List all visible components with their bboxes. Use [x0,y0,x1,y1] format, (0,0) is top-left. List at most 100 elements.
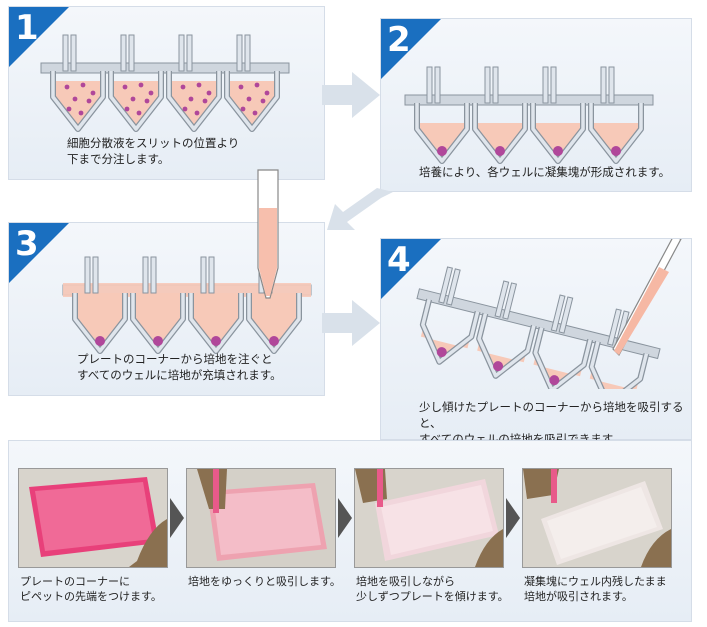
slit-post [492,66,499,104]
chevron-right-icon [338,498,352,538]
slit-post [542,66,549,104]
spheroid [211,336,221,346]
well-medium [418,123,466,159]
spheroid [269,336,279,346]
slit-post [607,308,622,346]
pipette-icon [257,169,279,299]
step-3-number: 3 [15,224,39,264]
cell-dot [252,110,258,116]
slit-post [550,294,566,332]
cell-dot [86,98,92,104]
well-medium [192,293,240,349]
slit-post [150,256,157,294]
well-medium [170,81,218,127]
spheroid [153,336,163,346]
spheroid [553,146,563,156]
slit-post [426,66,433,104]
step-2-caption: 培養により、各ウェルに凝集塊が形成されます。 [419,165,671,179]
cell-dot [254,82,260,88]
cell-dot [138,82,144,88]
well-wall-inner [415,103,469,163]
plate-rim [40,62,290,74]
plate-rim [416,288,661,360]
spheroid [549,375,560,386]
slit-post [608,66,615,104]
arrow-2-to-3 [327,188,393,230]
cell-dot [240,106,246,112]
well-wall-inner [73,293,127,353]
slit-post [120,34,127,72]
slit-post [600,66,607,104]
cell-dot [80,82,86,88]
spheroid [436,347,447,358]
cell-dot [182,106,188,112]
spheroid [437,146,447,156]
well-wall-inner [589,103,643,163]
well-wall-inner [531,103,585,163]
well-wall-inner [533,327,592,389]
cell-dot [64,84,70,90]
cell-dot [148,90,154,96]
well-wall-inner [131,293,185,353]
cell-dot [78,110,84,116]
cell-dot [122,84,128,90]
well-wall-inner [477,313,536,378]
step-1-badge [9,7,69,67]
photo-step-3 [354,468,504,568]
well-wall-inner [589,341,649,389]
slit-post [484,66,491,104]
well-wall-inner [473,103,527,163]
well-wall-inner [421,299,480,364]
cell-dot [196,82,202,88]
plate-rim [404,94,654,106]
well-wall-inner [109,71,163,131]
cell-dot [194,110,200,116]
step-4-panel: 4 少し傾けたプレートのコーナーから培地を吸引すると、 すべてのウェルの培地を吸… [380,238,692,446]
photo-1-caption: プレートのコーナーに ピペットの先端をつけます。 [20,575,162,603]
cell-dot [72,96,78,102]
spheroid [611,146,621,156]
step-1-plate-illustration [40,34,290,132]
slit-post [502,282,518,320]
well-wall-inner [189,293,243,353]
cell-dot [188,96,194,102]
cell-dot [136,110,142,116]
chevron-right-icon [506,498,520,538]
well-medium [54,81,102,127]
well-medium [112,81,160,127]
cell-dot [260,98,266,104]
spheroid [95,336,105,346]
slit-post [558,296,574,334]
step-4-number: 4 [387,240,411,280]
slit-post [70,34,77,72]
photo-3-caption: 培地を吸引しながら 少しずつプレートを傾けます。 [356,575,509,603]
cell-dot [124,106,130,112]
step-4-plate-illustration [416,239,682,389]
cell-dot [180,84,186,90]
cell-dot [130,96,136,102]
slit-post [186,34,193,72]
cell-dot [238,84,244,90]
well-wall-inner [225,71,279,131]
step-2-panel: 2 培養により、各ウェルに凝集塊が形成されます。 [380,18,692,192]
well-medium [534,123,582,159]
slit-post [128,34,135,72]
step-1-number: 1 [15,8,39,48]
slit-post [200,256,207,294]
slit-post [550,66,557,104]
slit-post [445,268,461,306]
slit-post [178,34,185,72]
cell-dot [144,98,150,104]
arrow-3-to-4 [322,300,380,346]
step-1-caption: 細胞分散液をスリットの位置より 下まで分注します。 [67,136,240,166]
slit-post [208,256,215,294]
step-2-number: 2 [387,20,411,60]
slit-post [438,266,453,304]
cell-dot [66,106,72,112]
well-medium [134,293,182,349]
slit-post [236,34,243,72]
well-medium [76,293,124,349]
step-4-badge [381,239,441,299]
slit-post [494,280,510,318]
slit-post [434,66,441,104]
